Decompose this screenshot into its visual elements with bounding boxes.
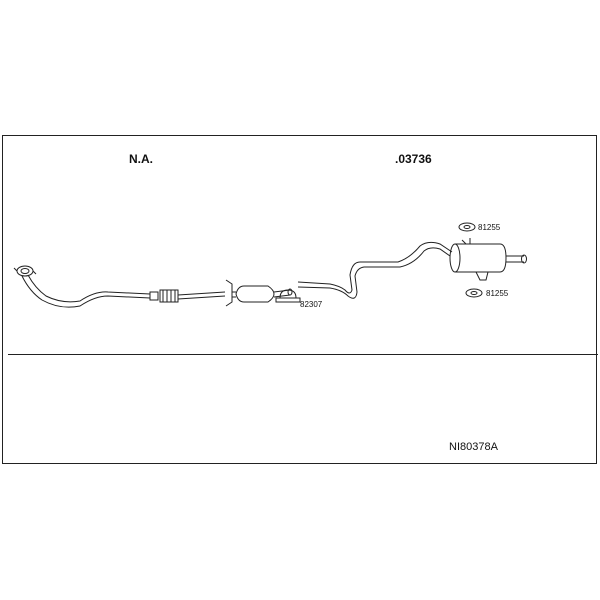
gasket-bottom-icon [465,288,483,298]
rear-pipe [297,241,453,294]
part-label-gasket-top: 81255 [478,223,501,232]
header-na: N.A. [129,152,153,166]
header-part-number: .03736 [395,152,432,166]
diagram-frame [2,135,597,464]
part-label-clamp: 82307 [300,300,323,309]
rear-muffler [449,238,527,281]
resonator [225,279,293,307]
front-pipe [21,275,151,308]
clamp-82307 [275,289,301,303]
gasket-top-icon [458,222,476,232]
mid-pipe [177,291,226,300]
catalog-code: NI80378A [449,441,498,453]
flex-joint [149,289,179,303]
front-flange [13,265,37,277]
part-label-gasket-bottom: 81255 [486,289,509,298]
section-divider [8,354,598,355]
